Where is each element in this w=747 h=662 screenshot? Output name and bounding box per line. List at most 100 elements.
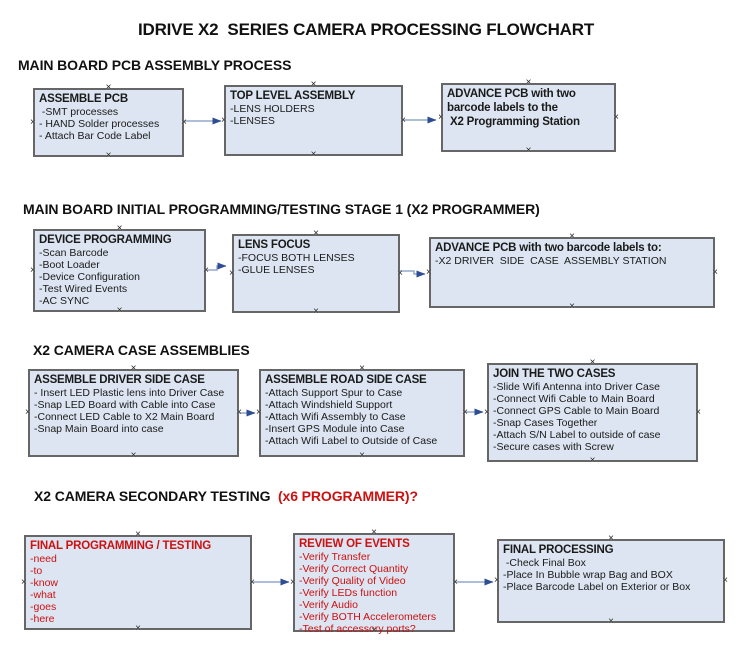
box-items: -X2 DRIVER SIDE CASE ASSEMBLY STATION [435, 255, 710, 267]
box-title: ASSEMBLE PCB [39, 92, 179, 106]
box-item: -to [30, 565, 43, 577]
box-title: TOP LEVEL ASSEMBLY [230, 89, 398, 103]
box-title: ASSEMBLE ROAD SIDE CASE [265, 373, 460, 387]
flow-box-final-processing[interactable]: FINAL PROCESSING -Check Final Box -Place … [494, 534, 728, 627]
box-item: -Snap Main Board into case [34, 423, 164, 435]
connection-point-icon: × [130, 450, 137, 461]
connection-point-icon: × [116, 305, 123, 316]
connection-point-icon: × [569, 301, 575, 312]
connection-point-icon: × [712, 266, 718, 278]
box-title-line: TOP LEVEL ASSEMBLY [230, 90, 356, 102]
connector-arrow-3[interactable] [206, 262, 227, 271]
box-item: -Attach Wifi Assembly to Case [265, 411, 406, 423]
box-title-line: ASSEMBLE ROAD SIDE CASE [265, 374, 427, 386]
flow-box-assemble-road-side-case[interactable]: ASSEMBLE ROAD SIDE CASE -Attach Support … [256, 364, 468, 461]
box-item: -Connect LED Cable to X2 Main Board [34, 411, 215, 423]
connection-point-icon: × [21, 576, 27, 588]
section-header-secondary-testing: X2 CAMERA SECONDARY TESTING (x6 PROGRAMM… [34, 488, 418, 504]
flow-box-advance-pcb-to-driver-side-case[interactable]: ADVANCE PCB with two barcode labels to: … [426, 232, 718, 312]
box-title-line: DEVICE PROGRAMMING [39, 234, 172, 246]
box-item: -what [30, 589, 56, 601]
box-item: -Connect GPS Cable to Main Board [493, 405, 660, 417]
box-item: -FOCUS BOTH LENSES [238, 252, 355, 264]
box-item: -Attach Support Spur to Case [265, 387, 403, 399]
connection-point-icon: × [695, 406, 701, 418]
box-item: -LENSES [230, 115, 275, 127]
connection-point-icon: × [608, 616, 614, 627]
box-title-line: X2 Programming Station [447, 116, 580, 128]
box-title: ASSEMBLE DRIVER SIDE CASE [34, 373, 234, 387]
connection-point-icon: × [462, 407, 468, 418]
connection-point-icon: × [397, 267, 403, 279]
box-item: -know [30, 577, 59, 589]
box-item: -Snap LED Board with Cable into Case [34, 399, 216, 411]
connection-point-icon: × [359, 450, 365, 461]
connection-point-icon: × [484, 406, 490, 418]
box-item: -Verify Transfer [299, 551, 371, 563]
connection-point-icon: × [452, 576, 458, 588]
connection-point-icon: × [589, 357, 596, 368]
box-item: -Check Final Box [503, 557, 586, 569]
connection-point-icon: × [203, 264, 209, 276]
box-item: -Device Configuration [39, 271, 140, 283]
flow-box-assemble-pcb[interactable]: ASSEMBLE PCB -SMT processes- HAND Solder… [30, 82, 187, 161]
connection-point-icon: × [30, 116, 36, 128]
box-item: - Attach Bar Code Label [39, 130, 151, 142]
connection-point-icon: × [426, 266, 432, 278]
box-item: - Insert LED Plastic lens into Driver Ca… [34, 387, 225, 399]
box-title-line: ASSEMBLE PCB [39, 93, 128, 105]
box-item: -Place Barcode Label on Exterior or Box [503, 581, 691, 593]
box-item: -Test of accessory ports? [299, 623, 416, 635]
box-items: - Insert LED Plastic lens into Driver Ca… [34, 387, 234, 435]
box-item: -Verify Quality of Video [299, 575, 406, 587]
connection-point-icon: × [438, 111, 444, 123]
box-title-line: ADVANCE PCB with two barcode labels to: [435, 242, 662, 254]
box-item: -Attach Wifi Label to Outside of Case [265, 435, 438, 447]
connection-point-icon: × [313, 306, 319, 317]
box-item: -Secure cases with Screw [493, 441, 614, 453]
box-items: -need-to-know-what-goes-here [30, 553, 247, 625]
section-header-initial-programming-testing: MAIN BOARD INITIAL PROGRAMMING/TESTING S… [23, 201, 540, 217]
section-header-highlight: (x6 PROGRAMMER)? [277, 488, 418, 504]
box-item: -Boot Loader [39, 259, 100, 271]
box-item: -Connect Wifi Cable to Main Board [493, 393, 655, 405]
box-item: -Verify Audio [299, 599, 358, 611]
box-item: -goes [30, 601, 57, 613]
flow-box-device-programming[interactable]: DEVICE PROGRAMMING -Scan Barcode-Boot Lo… [30, 224, 209, 316]
connection-point-icon: × [400, 114, 406, 126]
box-title: ADVANCE PCB with two barcode labels to th… [447, 87, 611, 129]
box-items: -Verify Transfer-Verify Correct Quantity… [299, 551, 450, 635]
flow-box-lens-focus[interactable]: LENS FOCUS -FOCUS BOTH LENSES-GLUE LENSE… [229, 229, 403, 317]
box-items: -Slide Wifi Antenna into Driver Case-Con… [493, 381, 693, 453]
connection-point-icon: × [310, 149, 317, 160]
connector-arrow-4[interactable] [400, 270, 426, 278]
box-item: - HAND Solder processes [39, 118, 160, 130]
connection-point-icon: × [249, 576, 255, 588]
connection-point-icon: × [525, 145, 532, 156]
box-title-line: ASSEMBLE DRIVER SIDE CASE [34, 374, 205, 386]
box-title: FINAL PROGRAMMING / TESTING [30, 539, 247, 553]
flow-box-review-of-events[interactable]: REVIEW OF EVENTS -Verify Transfer-Verify… [290, 528, 458, 636]
connection-point-icon: × [30, 264, 36, 276]
connection-point-icon: × [135, 529, 141, 540]
flow-box-top-level-assembly[interactable]: TOP LEVEL ASSEMBLY -LENS HOLDERS-LENSES … [221, 80, 406, 160]
connection-point-icon: × [722, 575, 728, 586]
connection-point-icon: × [181, 116, 187, 128]
connection-point-icon: × [229, 267, 235, 279]
connection-point-icon: × [105, 82, 112, 93]
box-item: -GLUE LENSES [238, 264, 315, 276]
box-item: -AC SYNC [39, 295, 90, 307]
box-item: -Verify BOTH Accelerometers [299, 611, 437, 623]
flow-box-assemble-driver-side-case[interactable]: ASSEMBLE DRIVER SIDE CASE - Insert LED P… [25, 364, 242, 461]
flow-box-final-programming-testing[interactable]: FINAL PROGRAMMING / TESTING -need-to-kno… [21, 529, 255, 634]
connection-point-icon: × [236, 407, 242, 418]
box-title-line: ADVANCE PCB with two [447, 88, 576, 100]
box-title-line: barcode labels to the [447, 102, 558, 114]
flow-box-join-the-two-cases[interactable]: JOIN THE TWO CASES -Slide Wifi Antenna i… [484, 357, 701, 466]
box-item: -Attach S/N Label to outside of case [493, 429, 661, 441]
flow-box-advance-pcb-to-programming-station[interactable]: ADVANCE PCB with two barcode labels to th… [438, 78, 619, 156]
box-title: FINAL PROCESSING [503, 543, 720, 557]
box-item: -SMT processes [39, 106, 119, 118]
box-item: -Attach Windshield Support [265, 399, 393, 411]
box-title: DEVICE PROGRAMMING [39, 233, 201, 247]
